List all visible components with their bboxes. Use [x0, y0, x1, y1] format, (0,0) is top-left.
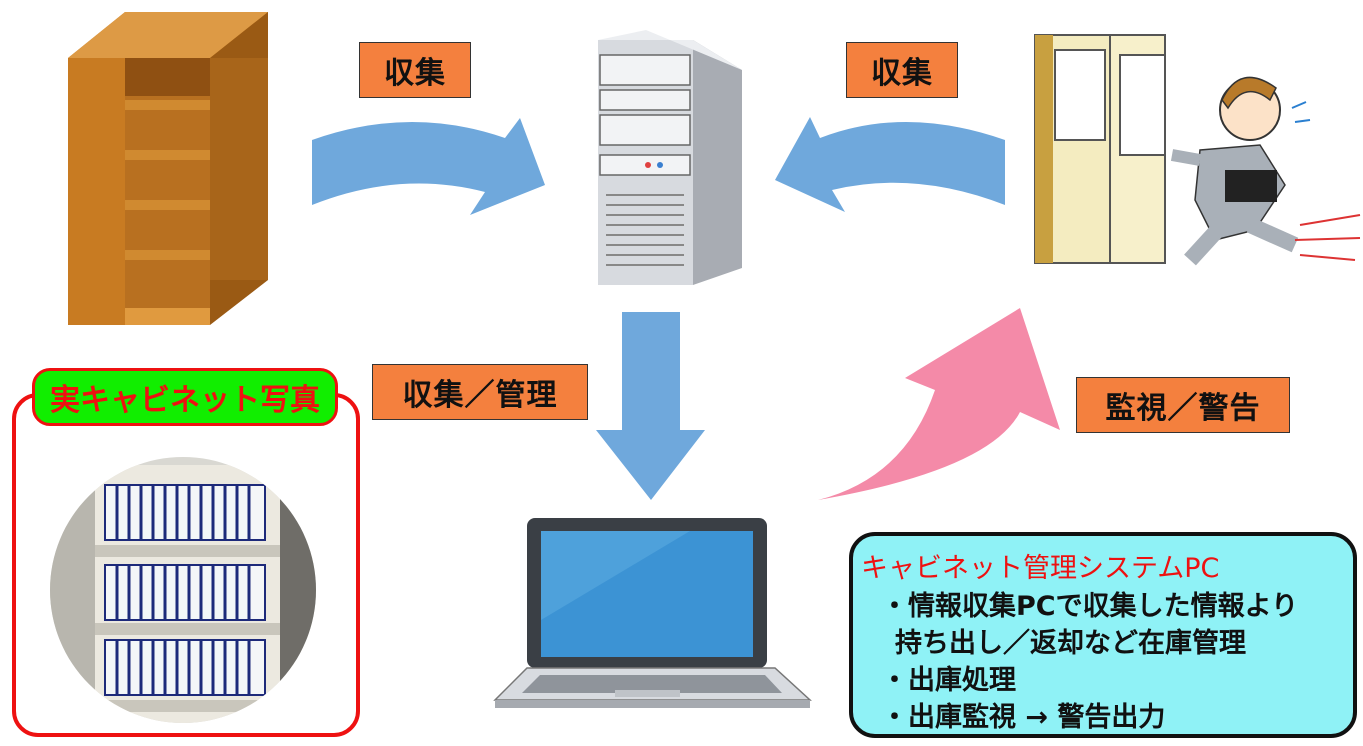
collect-manage-label: 収集／管理 — [372, 364, 588, 420]
arrow-server-to-laptop — [596, 312, 705, 500]
system-line-2: 持ち出し／返却など在庫管理 — [895, 628, 1246, 659]
server-icon — [598, 30, 742, 285]
arrow-door-to-server — [775, 117, 1005, 212]
system-line-3: ・出庫処理 — [881, 665, 1016, 696]
photo-frame — [12, 393, 360, 737]
system-line-4: ・出庫監視 → 警告出力 — [881, 702, 1166, 733]
laptop-icon — [493, 518, 812, 708]
collect-label-right: 収集 — [846, 42, 958, 98]
system-info-box: キャビネット管理システムPC ・情報収集PCで収集した情報より 持ち出し／返却な… — [849, 532, 1357, 738]
system-title: キャビネット管理システムPC — [861, 553, 1220, 584]
collect-label-left: 収集 — [359, 42, 471, 98]
bookshelf-icon — [68, 12, 268, 325]
arrow-laptop-to-door — [818, 308, 1060, 500]
monitor-warn-label: 監視／警告 — [1076, 377, 1290, 433]
door-person-icon — [1034, 34, 1361, 266]
photo-title: 実キャビネット写真 — [32, 368, 338, 426]
system-line-1: ・情報収集PCで収集した情報より — [881, 591, 1299, 622]
arrow-shelf-to-server — [312, 118, 545, 215]
